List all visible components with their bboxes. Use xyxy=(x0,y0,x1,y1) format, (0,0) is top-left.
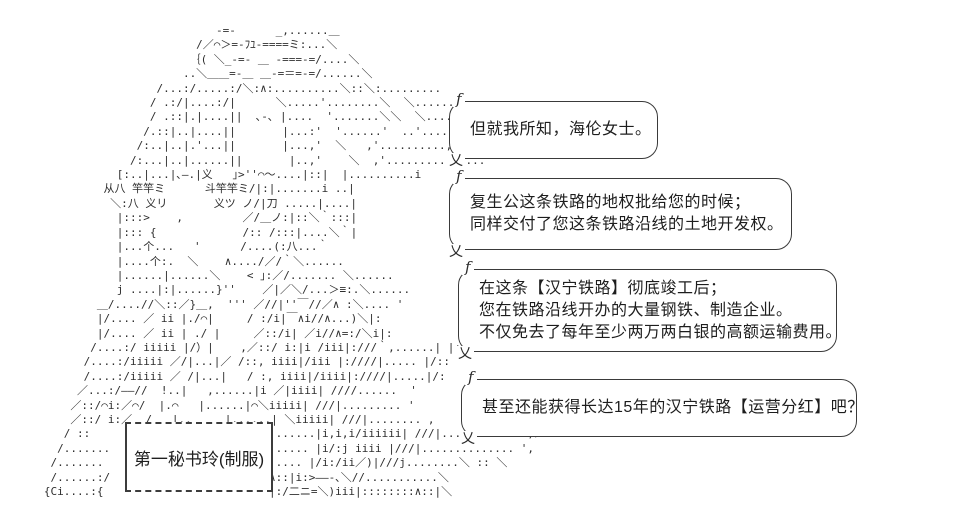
bubble-corner-f-glyph: f xyxy=(462,260,474,275)
bubble-corner-f-glyph: f xyxy=(453,169,465,184)
dialogue-text: 复生公这条铁路的地权批给您的时候； 同样交付了您这条铁路沿线的土地开发权。 xyxy=(470,192,784,236)
dialogue-text: 在这条【汉宁铁路】彻底竣工后； 您在铁路沿线开办的大量钢铁、制造企业。不仅免去了每… xyxy=(479,278,843,344)
bubble-corner-x-glyph: 乂 xyxy=(456,345,474,361)
bubble-corner-x-glyph: 乂 xyxy=(459,430,477,446)
dialogue-line: 在这条【汉宁铁路】彻底竣工后； xyxy=(479,279,727,297)
speech-bubble: f 乂 甚至还能获得长达15年的汉宁铁路【运营分红】吧？ xyxy=(459,370,864,445)
speech-bubble: f 乂 复生公这条铁路的地权批给您的时候； 同样交付了您这条铁路沿线的土地开发权。 xyxy=(447,169,792,258)
dialogue-text: 但就我所知，海伦女士。 xyxy=(470,119,652,141)
speech-bubble: f 乂 在这条【汉宁铁路】彻底竣工后； 您在铁路沿线开办的大量钢铁、制造企业。不仅… xyxy=(456,260,843,360)
dialogue-line: 但就我所知，海伦女士。 xyxy=(470,121,652,138)
bubble-corner-x-glyph: 乂 xyxy=(447,243,465,259)
dialogue-text: 甚至还能获得长达15年的汉宁铁路【运营分红】吧？ xyxy=(482,397,864,419)
ascii-art-portrait: -=- _,......＿ /／⌒＞=-ﾌﾕ-====ミ:...＼ ｛( ＼_-… xyxy=(43,24,545,498)
speech-bubble: f 乂 但就我所知，海伦女士。 xyxy=(447,92,658,167)
character-name-box: 第一秘书玲(制服) xyxy=(125,422,273,492)
character-name-label: 第一秘书玲(制服) xyxy=(133,449,265,469)
dialogue-line: 甚至还能获得长达15年的汉宁铁路【运营分红】吧？ xyxy=(482,399,864,416)
dialogue-line: 同样交付了您这条铁路沿线的土地开发权。 xyxy=(470,216,784,233)
dialogue-line: 复生公这条铁路的地权批给您的时候； xyxy=(470,194,751,211)
bubble-corner-f-glyph: f xyxy=(453,92,465,107)
bubble-corner-x-glyph: 乂 xyxy=(447,152,465,168)
bubble-corner-f-glyph: f xyxy=(465,370,477,385)
dialogue-line: 您在铁路沿线开办的大量钢铁、制造企业。 xyxy=(479,301,793,319)
dialogue-line: 不仅免去了每年至少两万两白银的高额运输费用。 xyxy=(479,323,843,341)
